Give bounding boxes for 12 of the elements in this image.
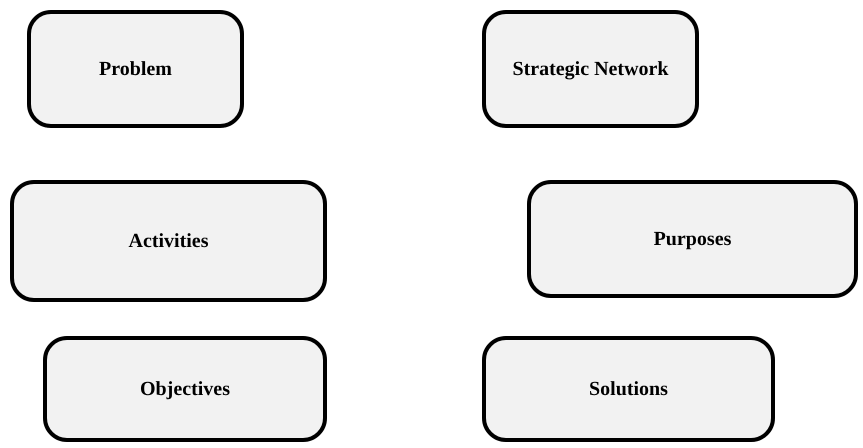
box-label: Purposes <box>654 227 732 252</box>
box-label: Activities <box>128 229 208 254</box>
rounded-box <box>482 336 775 442</box>
box-label: Problem <box>99 57 172 82</box>
rounded-box <box>482 10 699 128</box>
rounded-box <box>43 336 327 442</box>
rounded-box <box>27 10 244 128</box>
rounded-box <box>527 180 858 298</box>
box-label: Objectives <box>140 377 230 402</box>
box-label: Strategic Network <box>512 57 669 82</box>
rounded-box <box>10 180 327 302</box>
box-label: Solutions <box>589 377 668 402</box>
